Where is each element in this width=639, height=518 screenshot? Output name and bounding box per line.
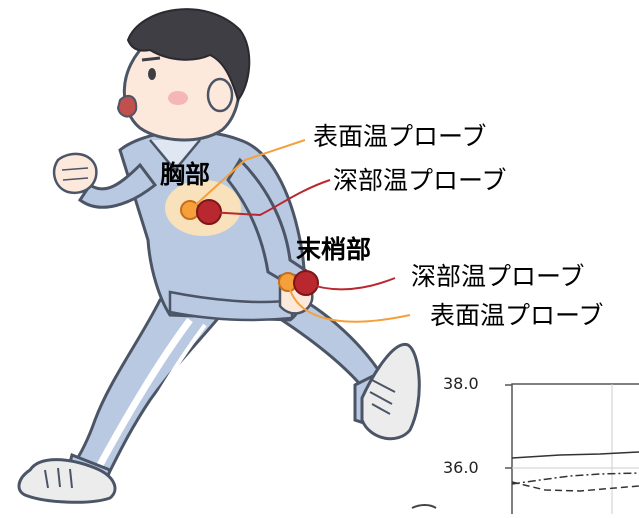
temperature-chart-fragment [411,383,639,518]
head [116,8,251,142]
periph-surface-leader [287,281,411,323]
periph-deep-leader [305,277,396,291]
periphery-region-label: 末梢部 [296,235,372,264]
leader-lines [189,139,411,323]
chest-region-label: 胸部 [160,160,211,189]
chart-series-dashed [511,481,639,492]
chest-deep-leader [208,179,331,217]
chest-surface-leader [189,139,306,211]
front-leg [17,298,228,504]
chart-series-solid [511,451,639,459]
periphery-surface-probe-label: 表面温プローブ [430,301,604,330]
chart-series-dashdot [511,472,639,485]
periphery-deep-probe-label: 深部温プローブ [411,262,585,291]
chest-surface-probe-label: 表面温プローブ [313,122,487,151]
periphery-probe-site [278,270,319,296]
chest-deep-probe-label: 深部温プローブ [333,166,507,195]
chart-y-tick-label: 38.0 [443,374,479,393]
front-arm [52,152,158,209]
chart-y-tick-label: 36.0 [443,458,479,477]
